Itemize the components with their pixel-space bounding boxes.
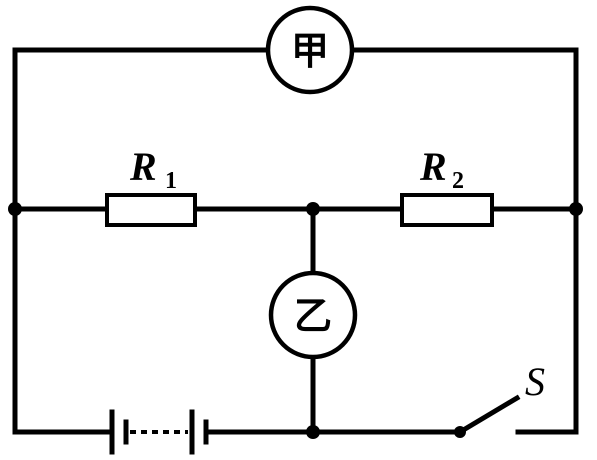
- switch-label: S: [525, 359, 545, 404]
- junction-left: [8, 202, 22, 216]
- meter-middle-circle: [268, 270, 358, 360]
- resistor-r1-subscript: 1: [165, 168, 177, 194]
- meter-top-label: 甲: [291, 29, 329, 73]
- resistor-r1-body: [105, 193, 197, 227]
- battery: [109, 409, 209, 455]
- switch-lever: [456, 394, 521, 436]
- meter-middle-label: 乙: [294, 294, 332, 338]
- junction-bottom: [306, 425, 320, 439]
- switch: S: [454, 359, 545, 438]
- junction-right: [569, 202, 583, 216]
- resistor-r2-body: [400, 193, 494, 227]
- meter-top-circle: [265, 5, 355, 95]
- resistor-r2-subscript: 2: [452, 168, 464, 194]
- resistor-r1-label: R: [129, 144, 157, 189]
- meter-middle: 乙: [268, 270, 358, 360]
- meter-top: 甲: [265, 5, 355, 95]
- junction-nodes: [8, 202, 583, 439]
- resistor-r2-label: R: [419, 144, 447, 189]
- resistor-r2: R 2: [400, 144, 494, 227]
- junction-center: [306, 202, 320, 216]
- resistor-r1: R 1: [105, 144, 197, 227]
